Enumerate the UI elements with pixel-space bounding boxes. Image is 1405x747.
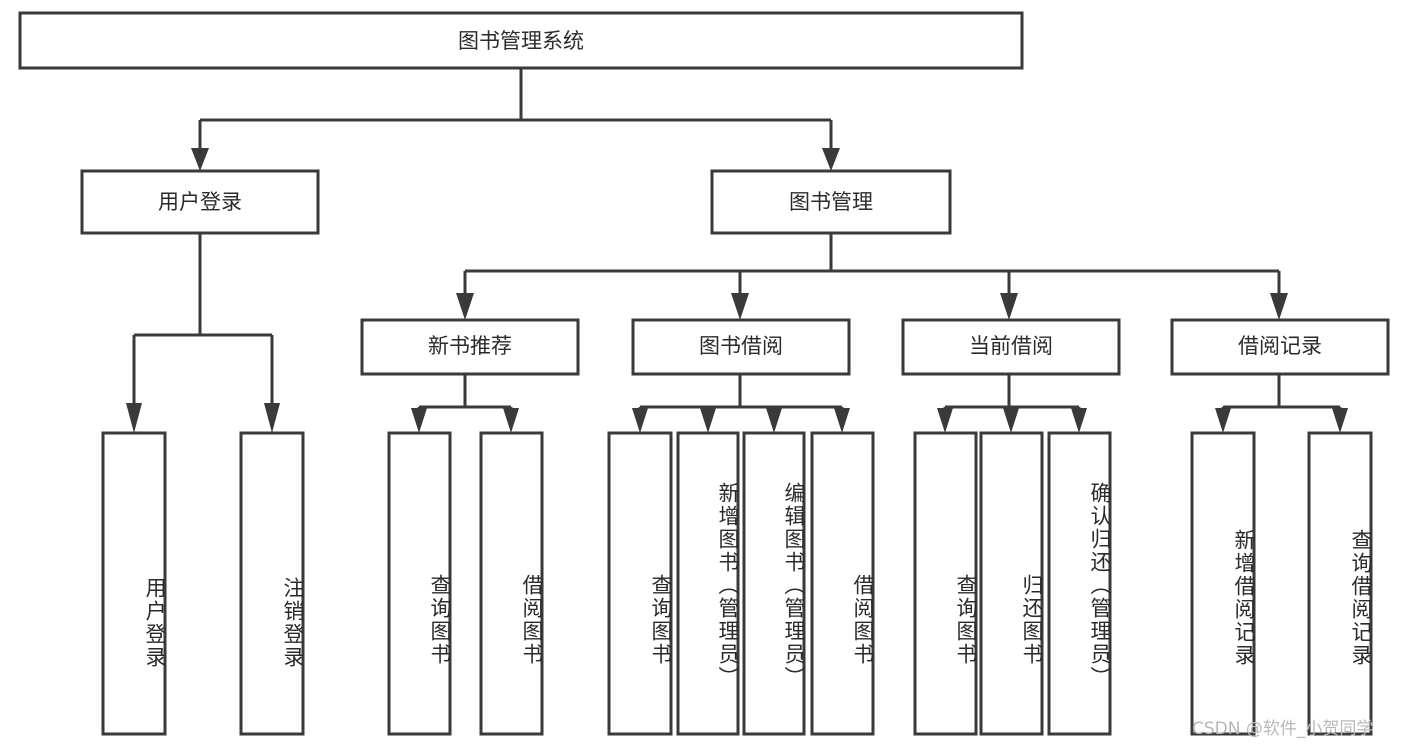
arrowhead-leaf-edit-book <box>766 408 782 433</box>
node-current-borrow-box[interactable] <box>901 318 1121 376</box>
connector-group-book-manage <box>456 233 1288 320</box>
arrowhead-leaf-query-record <box>1332 408 1348 433</box>
node-leaf-add-record-box[interactable] <box>1190 431 1256 736</box>
arrowhead-leaf-borrow-book-2 <box>834 408 850 433</box>
node-book-manage[interactable]: 图书管理 <box>710 169 952 235</box>
node-leaf-query-book-1-box[interactable] <box>387 431 452 736</box>
node-leaf-confirm-return-box[interactable] <box>1047 431 1112 736</box>
arrowhead-leaf-user-logout <box>264 403 280 433</box>
node-user-login[interactable]: 用户登录 <box>80 169 320 235</box>
arrowhead-leaf-borrow-book-1 <box>503 408 519 433</box>
arrowhead-leaf-confirm-return <box>1071 408 1087 433</box>
arrowhead-leaf-query-book-3 <box>937 408 953 433</box>
arrowhead-current-borrow <box>1000 293 1018 320</box>
connector-group-borrow-record <box>1215 374 1348 433</box>
watermark-text: CSDN @软件_小贺同学 <box>1192 719 1374 739</box>
node-root-box[interactable] <box>18 11 1024 70</box>
node-borrow-record[interactable]: 借阅记录 <box>1170 318 1390 376</box>
node-leaf-user-logout-box[interactable] <box>239 431 305 736</box>
node-root-label: 图书管理系统 <box>458 29 584 53</box>
node-leaf-user-login-box[interactable] <box>101 431 167 736</box>
node-book-manage-label: 图书管理 <box>789 190 873 214</box>
node-leaf-edit-book-box[interactable] <box>742 431 806 736</box>
arrowhead-new-book-rec <box>456 293 474 320</box>
arrowhead-leaf-return-book <box>1003 408 1019 433</box>
node-new-book-rec[interactable]: 新书推荐 <box>360 318 580 376</box>
node-leaf-return-book-box[interactable] <box>979 431 1044 736</box>
arrowhead-leaf-query-book-2 <box>632 408 648 433</box>
connector-group-user-login <box>126 233 280 433</box>
node-root[interactable]: 图书管理系统 <box>18 11 1024 70</box>
node-leaf-query-record-box[interactable] <box>1307 431 1373 736</box>
connector-group-current-borrow <box>937 374 1087 433</box>
connector-group-root <box>191 68 840 171</box>
node-new-book-rec-label: 新书推荐 <box>428 334 512 358</box>
arrowhead-leaf-add-book <box>700 408 716 433</box>
connector-group-book-borrow <box>632 374 850 433</box>
node-leaf-add-book-box[interactable] <box>676 431 740 736</box>
node-leaf-borrow-book-1-box[interactable] <box>479 431 544 736</box>
connector-group-new-book-rec <box>411 374 519 433</box>
node-book-borrow[interactable]: 图书借阅 <box>631 318 851 376</box>
arrowhead-leaf-add-record <box>1215 408 1231 433</box>
arrowhead-book-manage <box>822 148 840 171</box>
node-user-login-box[interactable] <box>80 169 320 235</box>
node-user-login-label: 用户登录 <box>158 190 242 214</box>
node-book-borrow-box[interactable] <box>631 318 851 376</box>
node-borrow-record-box[interactable] <box>1170 318 1390 376</box>
node-current-borrow[interactable]: 当前借阅 <box>901 318 1121 376</box>
node-leaf-query-book-2-box[interactable] <box>607 431 673 736</box>
arrowhead-leaf-user-login <box>126 403 142 433</box>
arrowhead-book-borrow <box>731 293 749 320</box>
arrowhead-borrow-record <box>1270 293 1288 320</box>
node-new-book-rec-box[interactable] <box>360 318 580 376</box>
node-current-borrow-label: 当前借阅 <box>969 334 1053 358</box>
arrowhead-user-login <box>191 148 209 171</box>
node-book-borrow-label: 图书借阅 <box>699 334 783 358</box>
node-book-manage-box[interactable] <box>710 169 952 235</box>
node-borrow-record-label: 借阅记录 <box>1238 334 1322 358</box>
node-leaf-borrow-book-2-box[interactable] <box>810 431 875 736</box>
node-leaf-query-book-3-box[interactable] <box>913 431 978 736</box>
arrowhead-leaf-query-book-1 <box>411 408 427 433</box>
